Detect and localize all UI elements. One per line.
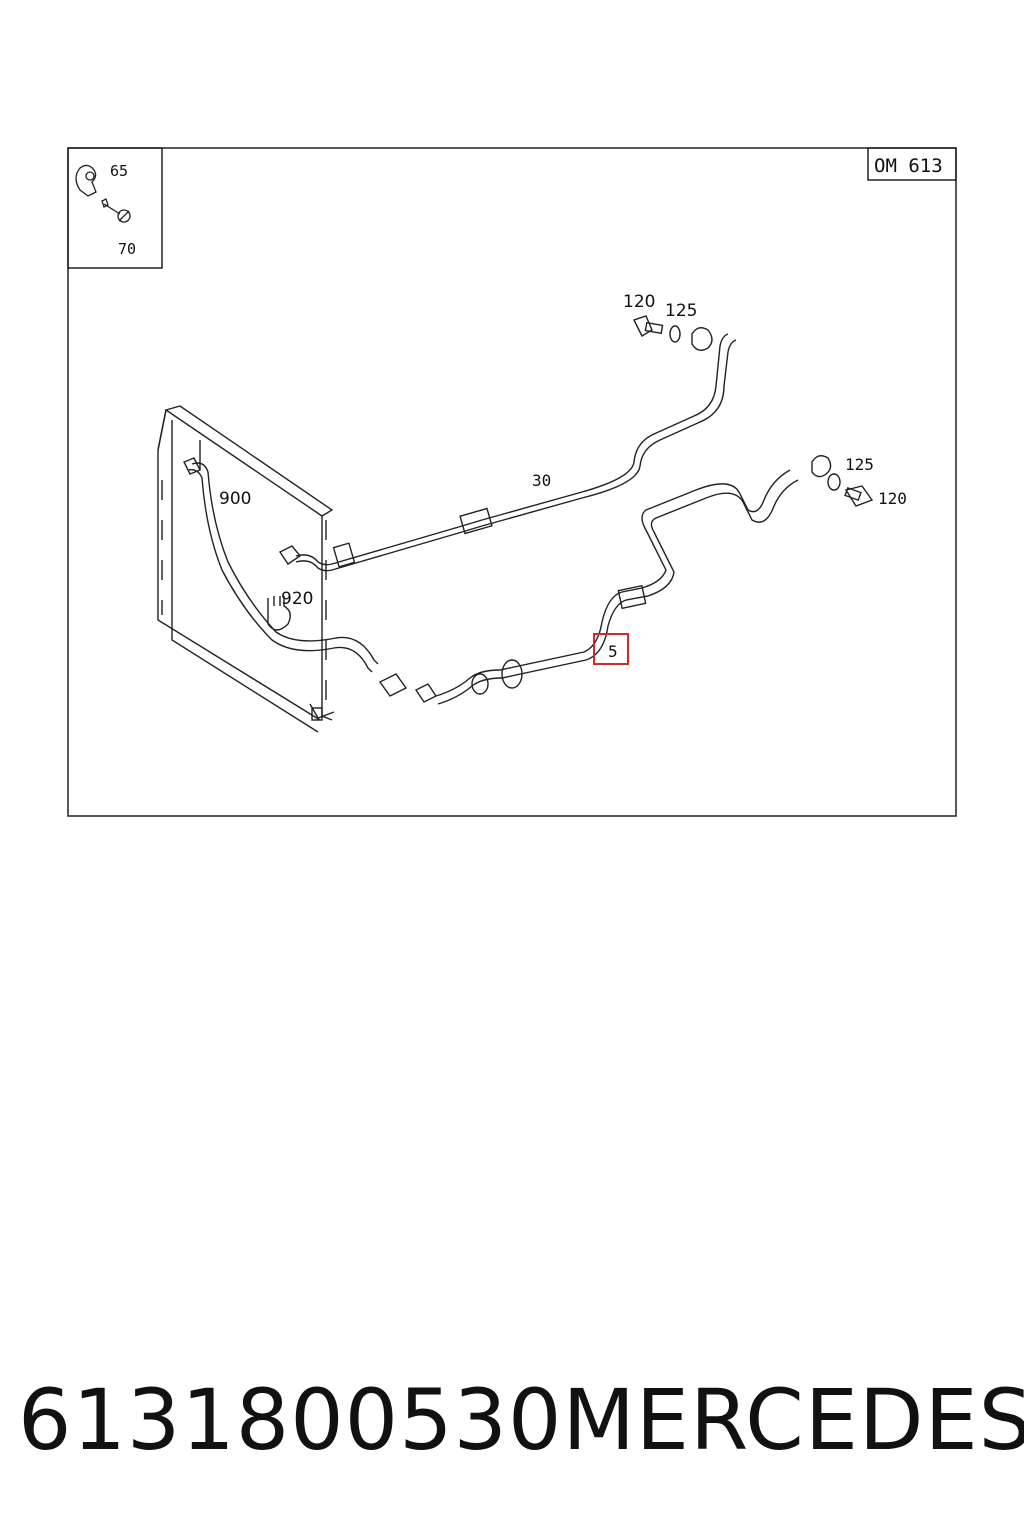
callout-900: 900 [219,489,251,509]
callout-125-top: 125 [665,301,697,321]
clamp-920 [267,596,291,631]
banjo-fitting-right [811,455,874,507]
banjo-fitting-top [633,315,713,351]
inset-box [67,147,163,269]
engine-code: OM 613 [874,155,943,177]
inset-label-70: 70 [118,240,136,258]
brand-name: MERCEDES [562,1371,1024,1469]
pipe-30 [278,333,737,572]
highlight-box [593,633,629,665]
callout-5: 5 [608,642,618,661]
part-number: 6131800530 [18,1371,563,1469]
callout-125-right: 125 [845,455,874,474]
callout-120-right: 120 [878,489,907,508]
diagram-frame [67,147,957,817]
engine-code-box [867,147,957,181]
callout-120-top: 120 [623,292,655,312]
bolt-icon [101,198,131,223]
oil-cooler [157,405,335,733]
pipe-900 [183,457,408,697]
parts-diagram: 65 70 OM 613 [67,147,957,817]
callout-920: 920 [281,589,313,609]
pipe-5 [414,469,799,705]
inset-label-65: 65 [110,162,128,180]
callout-30: 30 [532,471,551,490]
clamp-icon [75,164,97,197]
part-footer: 6131800530 MERCEDES [18,1365,1024,1475]
